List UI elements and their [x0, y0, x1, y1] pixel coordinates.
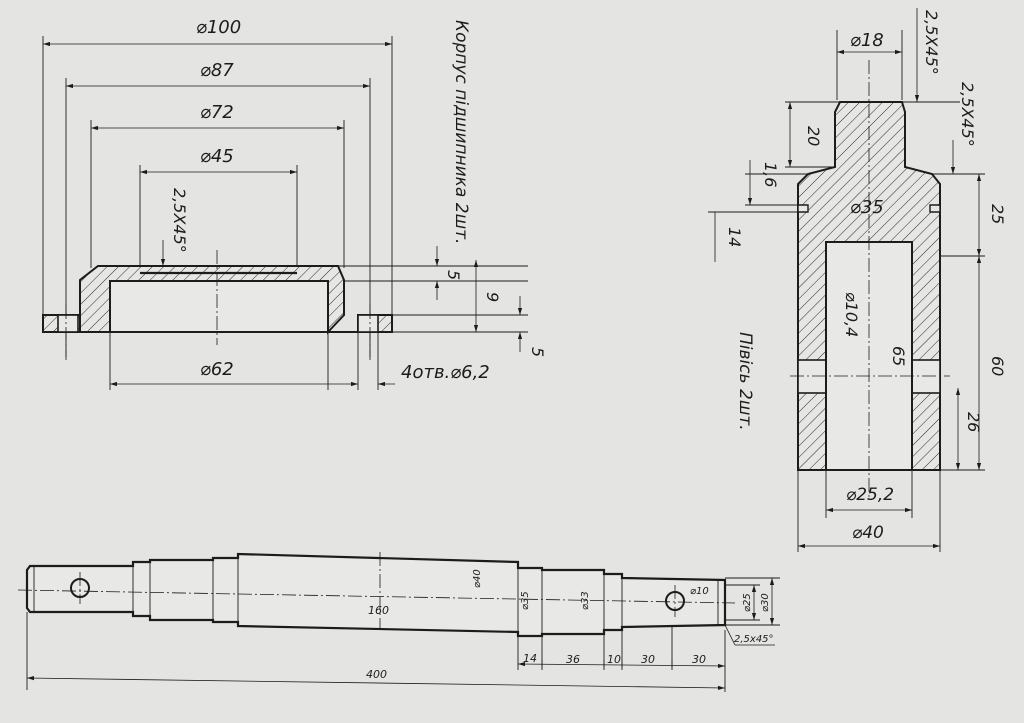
bearing-housing-view: ⌀100 ⌀87 ⌀72 ⌀45 2,5X45° ⌀62 4отв.⌀6,2 5…	[42, 17, 547, 390]
shaft-dia-10: ⌀10	[690, 586, 709, 597]
axle-dim-60: 60	[988, 356, 1007, 376]
housing-dia-45: ⌀45	[200, 146, 234, 167]
shaft-dim-160: 160	[368, 604, 389, 617]
shaft-dim-14: 14	[523, 652, 537, 665]
shaft-chamfer: 2,5x45°	[734, 634, 774, 645]
shaft-dim-30b: 30	[692, 653, 706, 666]
housing-dim-5a: 5	[444, 270, 463, 280]
shaft-dia-35: ⌀35	[520, 591, 531, 610]
axle-dim-20: 20	[804, 126, 823, 146]
shaft-dim-30a: 30	[641, 653, 655, 666]
housing-extension-lines	[42, 36, 528, 390]
half-axle-view: ⌀18 2,5X45° 2,5X45° 20 1,6 14 ⌀35 25 ⌀10…	[708, 8, 1007, 552]
shaft-dia-33: ⌀33	[580, 591, 591, 610]
housing-dim-5b: 5	[528, 347, 547, 357]
axle-dim-1-6: 1,6	[761, 162, 780, 187]
shaft-dia-40: ⌀40	[472, 569, 483, 588]
shaft-dia-30: ⌀30	[760, 593, 771, 612]
axle-chamfer-top: 2,5X45°	[922, 10, 941, 75]
axle-dim-25: 25	[988, 204, 1007, 224]
shaft-dim-400: 400	[366, 668, 387, 681]
housing-holes: 4отв.⌀6,2	[401, 362, 490, 383]
housing-dimension-lines	[43, 41, 523, 387]
housing-dim-9: 9	[483, 292, 502, 302]
axle-dia-18: ⌀18	[850, 30, 884, 51]
housing-dia-72: ⌀72	[200, 102, 234, 123]
axle-chamfer-side: 2,5X45°	[958, 82, 977, 147]
housing-bore	[109, 280, 329, 333]
axle-dia-25-2: ⌀25,2	[846, 485, 894, 505]
housing-bolt-hole-left	[57, 314, 79, 333]
housing-bolt-hole	[357, 314, 379, 333]
axle-dim-26: 26	[964, 412, 983, 432]
housing-dia-100: ⌀100	[196, 17, 241, 38]
shaft-body	[25, 552, 727, 638]
axle-dim-65: 65	[889, 346, 908, 366]
shaft-dim-36: 36	[566, 653, 580, 666]
housing-title: Корпус підшипника 2шт.	[451, 20, 471, 244]
housing-dia-87: ⌀87	[200, 60, 234, 81]
shaft-step-lines	[33, 558, 719, 636]
shaft-view: 160 ⌀40 ⌀35 ⌀33 ⌀10 ⌀25 ⌀30 2,5x45° 14 3…	[17, 552, 780, 692]
shaft-dim-10: 10	[607, 653, 621, 666]
axle-groove	[797, 204, 941, 213]
housing-chamfer: 2,5X45°	[170, 188, 189, 253]
axle-title: Півісь 2шт.	[735, 332, 755, 431]
shaft-dia-25: ⌀25	[742, 593, 753, 612]
housing-dia-62: ⌀62	[200, 359, 234, 380]
axle-dia-40: ⌀40	[852, 523, 884, 543]
axle-dia-35: ⌀35	[850, 197, 884, 218]
axle-dim-14: 14	[725, 227, 744, 247]
axle-dia-10-4: ⌀10,4	[842, 292, 861, 337]
housing-upper-wall	[79, 265, 345, 335]
